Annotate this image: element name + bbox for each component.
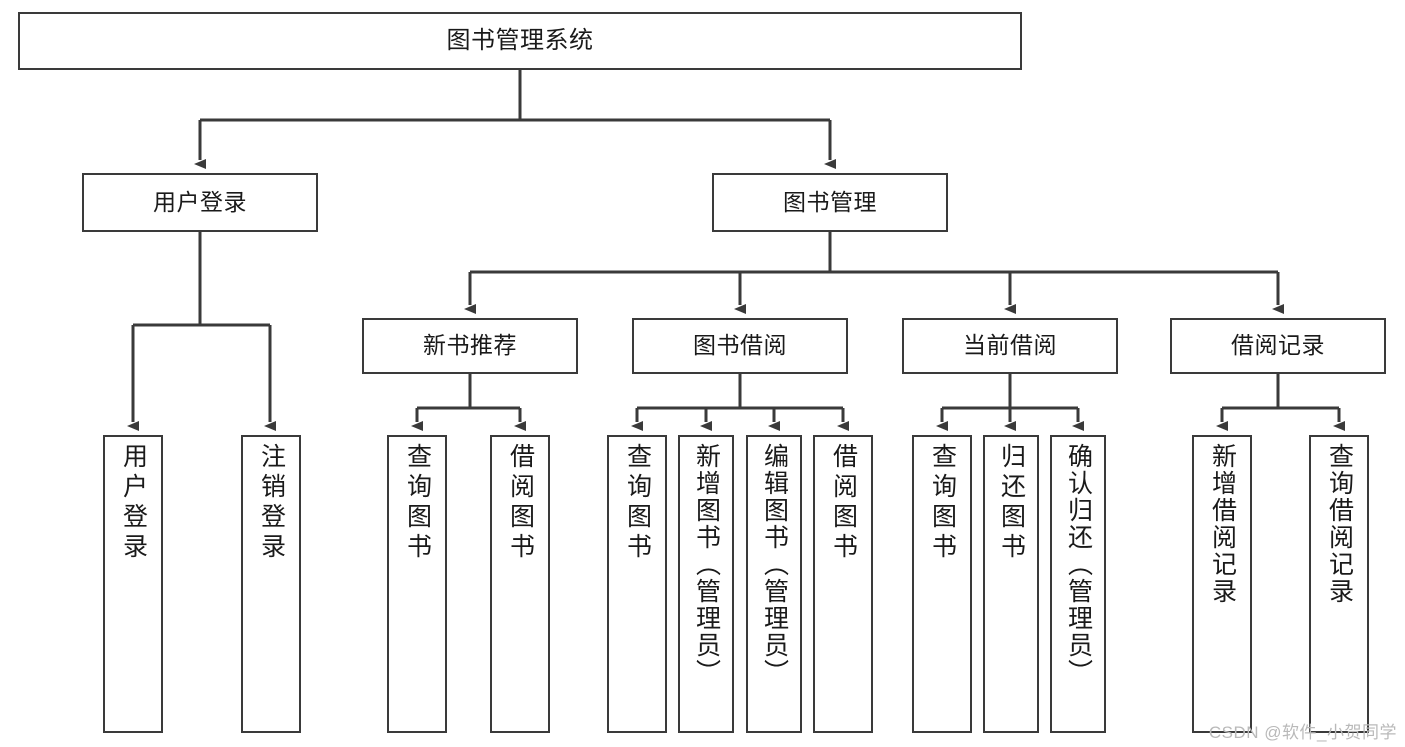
node-leaf-user-login[interactable]: 用户登录 <box>103 435 163 733</box>
node-leaf-bb-query-book[interactable]: 查询图书 <box>607 435 667 733</box>
node-book-borrow[interactable]: 图书借阅 <box>632 318 848 374</box>
node-leaf-br-add-record-label: 新增借阅记录 <box>1208 443 1237 605</box>
node-leaf-br-query-record[interactable]: 查询借阅记录 <box>1309 435 1369 733</box>
node-leaf-cb-query-book-label: 查询图书 <box>928 443 957 563</box>
node-book-management-label: 图书管理 <box>783 188 877 215</box>
node-leaf-cb-return-book[interactable]: 归还图书 <box>983 435 1039 733</box>
node-leaf-bb-edit-book-label: 编辑图书（管理员） <box>760 443 789 686</box>
node-root-system[interactable]: 图书管理系统 <box>18 12 1022 70</box>
node-leaf-user-login-label: 用户登录 <box>119 443 148 563</box>
node-new-book-recommend-label: 新书推荐 <box>423 332 517 359</box>
node-leaf-cb-return-book-label: 归还图书 <box>997 443 1026 563</box>
node-leaf-nb-borrow-book[interactable]: 借阅图书 <box>490 435 550 733</box>
node-leaf-nb-query-book-label: 查询图书 <box>403 443 432 563</box>
node-user-login-label: 用户登录 <box>153 188 247 215</box>
node-leaf-bb-edit-book[interactable]: 编辑图书（管理员） <box>746 435 802 733</box>
node-borrow-record-label: 借阅记录 <box>1231 332 1325 359</box>
node-leaf-bb-add-book-label: 新增图书（管理员） <box>692 443 721 686</box>
node-leaf-bb-add-book[interactable]: 新增图书（管理员） <box>678 435 734 733</box>
node-leaf-br-add-record[interactable]: 新增借阅记录 <box>1192 435 1252 733</box>
csdn-watermark: CSDN @软件_小贺同学 <box>1208 723 1397 742</box>
node-leaf-bb-borrow-book[interactable]: 借阅图书 <box>813 435 873 733</box>
node-leaf-logout[interactable]: 注销登录 <box>241 435 301 733</box>
node-user-login[interactable]: 用户登录 <box>82 173 318 232</box>
node-new-book-recommend[interactable]: 新书推荐 <box>362 318 578 374</box>
node-leaf-bb-query-book-label: 查询图书 <box>623 443 652 563</box>
node-borrow-record[interactable]: 借阅记录 <box>1170 318 1386 374</box>
node-leaf-cb-query-book[interactable]: 查询图书 <box>912 435 972 733</box>
node-book-borrow-label: 图书借阅 <box>693 332 787 359</box>
node-root-system-label: 图书管理系统 <box>446 26 594 54</box>
node-leaf-cb-confirm-return-label: 确认归还（管理员） <box>1064 443 1093 686</box>
node-leaf-br-query-record-label: 查询借阅记录 <box>1325 443 1354 605</box>
node-leaf-logout-label: 注销登录 <box>257 443 286 563</box>
node-leaf-cb-confirm-return[interactable]: 确认归还（管理员） <box>1050 435 1106 733</box>
node-current-borrow[interactable]: 当前借阅 <box>902 318 1118 374</box>
node-book-management[interactable]: 图书管理 <box>712 173 948 232</box>
node-leaf-nb-query-book[interactable]: 查询图书 <box>387 435 447 733</box>
node-leaf-nb-borrow-book-label: 借阅图书 <box>506 443 535 563</box>
node-current-borrow-label: 当前借阅 <box>963 332 1057 359</box>
node-leaf-bb-borrow-book-label: 借阅图书 <box>829 443 858 563</box>
